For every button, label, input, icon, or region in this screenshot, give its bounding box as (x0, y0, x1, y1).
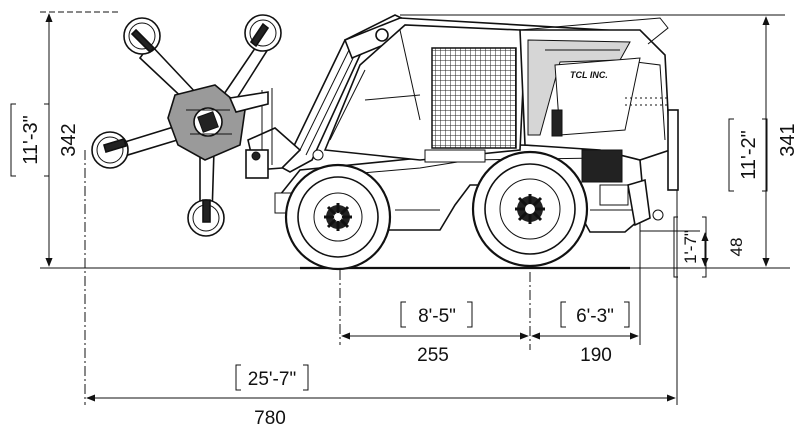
cab-height-metric: 341 (777, 123, 799, 156)
imperial-bracket (10, 103, 16, 177)
imperial-bracket (235, 364, 241, 391)
front-overhang-imperial: 8'-5" (418, 306, 456, 327)
machine: TCL INC. (91, 14, 679, 271)
overall-length-label: 25'-7" 780 (235, 364, 309, 429)
front-overhang-label: 8'-5" 255 (400, 301, 473, 366)
overall-height-imperial: 11'-3" (20, 115, 42, 164)
front-wheel (284, 163, 392, 271)
cab-height-label: 11'-2" 341 (728, 118, 799, 192)
imperial-bracket (44, 103, 50, 177)
ground-clearance-metric: 48 (727, 238, 746, 257)
suction-cup-icon (244, 14, 282, 52)
machine-badge: TCL INC. (570, 70, 608, 80)
overall-length-metric: 780 (254, 408, 286, 429)
imperial-bracket (624, 301, 630, 328)
rear-details (627, 178, 664, 227)
engine-hood (323, 24, 526, 163)
overall-height-label: 11'-3" 342 (10, 103, 80, 177)
imperial-bracket (303, 364, 309, 391)
front-overhang-metric: 255 (417, 345, 449, 366)
wheelbase-imperial: 6'-3" (576, 306, 614, 327)
rear-wheel (471, 150, 589, 268)
overall-height-metric: 342 (58, 123, 80, 156)
overall-length-imperial: 25'-7" (248, 369, 296, 390)
imperial-bracket (400, 301, 406, 328)
ground-clearance-label: 1'-7" 48 (673, 216, 746, 278)
engine-grille (431, 47, 517, 149)
hub-icon (515, 194, 545, 224)
suction-cup-icon (187, 199, 225, 237)
cab-height-imperial: 11'-2" (738, 130, 760, 179)
suction-cup-icon (91, 131, 129, 169)
wheelbase-label: 6'-3" 190 (560, 301, 630, 366)
manipulator-head (91, 14, 282, 237)
hub-icon (324, 203, 352, 231)
imperial-bracket (702, 216, 707, 278)
wheelbase-metric: 190 (580, 345, 612, 366)
cab: TCL INC. (519, 17, 679, 191)
suction-cup-icon (123, 17, 161, 55)
imperial-bracket (762, 118, 768, 192)
imperial-bracket (673, 216, 678, 278)
imperial-bracket (560, 301, 566, 328)
ground-clearance-imperial: 1'-7" (681, 230, 700, 264)
imperial-bracket (728, 118, 734, 192)
imperial-bracket (467, 301, 473, 328)
